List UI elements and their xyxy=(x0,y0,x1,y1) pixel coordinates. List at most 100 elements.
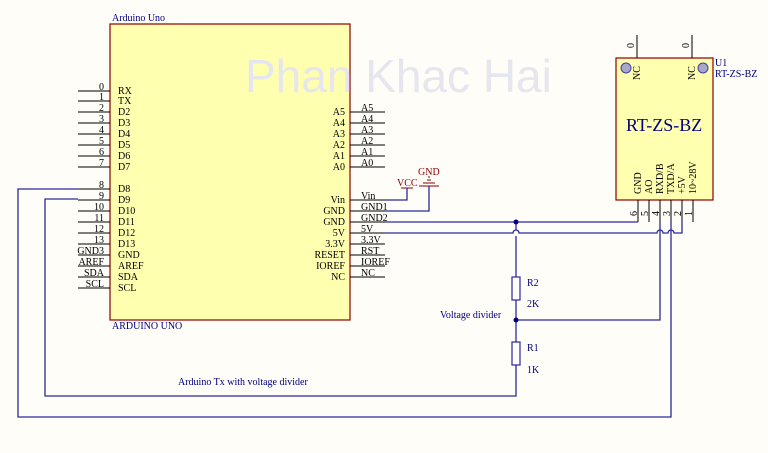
pin-net: GND2 xyxy=(361,213,388,224)
pin-label: D13 xyxy=(118,239,135,250)
pin-net: A0 xyxy=(361,158,373,169)
pin-label: IOREF xyxy=(316,261,345,272)
pin-net: NC xyxy=(361,268,375,279)
pin-label: 5V xyxy=(333,228,346,239)
pin-number: 2 xyxy=(673,211,684,216)
resistor-r1 xyxy=(511,341,521,366)
pin-label: A1 xyxy=(333,151,345,162)
pin-number: SCL xyxy=(86,279,104,290)
r2-ref: R2 xyxy=(527,278,539,289)
pin-label: D11 xyxy=(118,217,135,228)
pin-label: GND xyxy=(633,172,644,194)
pin-label: A3 xyxy=(333,129,345,140)
resistor-r2 xyxy=(511,276,521,301)
pin-number: 5 xyxy=(99,136,104,147)
arduino-body xyxy=(109,23,351,321)
pin-number: 2 xyxy=(99,103,104,114)
pin-label: D5 xyxy=(118,140,130,151)
pin-number: AREF xyxy=(78,257,104,268)
arduino-title: Arduino Uno xyxy=(112,13,165,24)
pin-number: 3 xyxy=(99,114,104,125)
pin-label: NC xyxy=(331,272,345,283)
pin-net: A4 xyxy=(361,114,373,125)
pin-net: A2 xyxy=(361,136,373,147)
pin-net: A5 xyxy=(361,103,373,114)
pin-label: D2 xyxy=(118,107,130,118)
pin-number: 13 xyxy=(94,235,104,246)
pin-number: 10 xyxy=(94,202,104,213)
pin-label: A5 xyxy=(333,107,345,118)
pin-net: A1 xyxy=(361,147,373,158)
pin-label: GND xyxy=(323,206,345,217)
tx-divider-note: Arduino Tx with voltage divider xyxy=(178,377,308,388)
pin-net: GND1 xyxy=(361,202,388,213)
vcc-label: VCC xyxy=(397,178,418,189)
pin-label: AREF xyxy=(118,261,144,272)
module-body-label: RT-ZS-BZ xyxy=(626,115,702,135)
pin-label: AO xyxy=(644,180,655,194)
pin-number: 4 xyxy=(651,211,662,216)
pin-label: TXD/A xyxy=(666,163,677,194)
pin-label: D12 xyxy=(118,228,135,239)
pin-label: D4 xyxy=(118,129,130,140)
arduino-footer: ARDUINO UNO xyxy=(112,321,182,332)
pin-number: 1 xyxy=(684,211,695,216)
module-top-pin-lines xyxy=(636,35,693,58)
pin-label: D9 xyxy=(118,195,130,206)
pin-label: TX xyxy=(118,96,132,107)
pin-label: D7 xyxy=(118,162,130,173)
pin-label: 10~28V xyxy=(688,161,699,194)
wires xyxy=(17,186,683,418)
pin-label: GND xyxy=(323,217,345,228)
pin-number: 8 xyxy=(99,180,104,191)
pin-number: 4 xyxy=(99,125,104,136)
junction xyxy=(513,317,519,323)
pin-label: RESET xyxy=(314,250,345,261)
pin-label: D8 xyxy=(118,184,130,195)
module-part: RT-ZS-BZ xyxy=(715,69,757,80)
watermark: Phan Khac Hai xyxy=(245,50,552,102)
pin-number: GND3 xyxy=(77,246,104,257)
r1-value: 1K xyxy=(527,365,540,376)
pin-label: D10 xyxy=(118,206,135,217)
pin-label: A2 xyxy=(333,140,345,151)
pin-number: 7 xyxy=(99,158,104,169)
pin-label: A0 xyxy=(333,162,345,173)
pin-net: Vin xyxy=(361,191,375,202)
r1-ref: R1 xyxy=(527,343,539,354)
nc-pad-icon xyxy=(697,62,709,74)
voltage-divider-note: Voltage divider xyxy=(440,310,502,321)
top-pin-label: NC xyxy=(632,66,643,80)
pin-label: GND xyxy=(118,250,140,261)
pin-label: D6 xyxy=(118,151,130,162)
pin-net: IOREF xyxy=(361,257,390,268)
pin-net: 5V xyxy=(361,224,374,235)
top-pin-label: NC xyxy=(687,66,698,80)
pin-number: 9 xyxy=(99,191,104,202)
module-designator: U1 xyxy=(715,58,727,69)
pin-label: D3 xyxy=(118,118,130,129)
pin-label: Vin xyxy=(331,195,345,206)
pin-label: SDA xyxy=(118,272,139,283)
pin-number: 6 xyxy=(629,211,640,216)
pin-label: A4 xyxy=(333,118,345,129)
pin-label: RXD/B xyxy=(655,163,666,194)
pin-number: SDA xyxy=(84,268,105,279)
junction xyxy=(513,219,519,225)
pin-label: RX xyxy=(118,86,133,97)
pin-number: 5 xyxy=(640,211,651,216)
top-pin-num: 0 xyxy=(626,43,637,48)
pin-label: +5V xyxy=(677,175,688,194)
pin-number: 0 xyxy=(99,82,104,93)
pin-net: RST xyxy=(361,246,379,257)
pin-number: 6 xyxy=(99,147,104,158)
module-body xyxy=(615,57,714,201)
pin-number: 1 xyxy=(99,92,104,103)
gnd-label: GND xyxy=(418,167,440,178)
nc-pad-icon xyxy=(620,62,632,74)
top-pin-num: 0 xyxy=(681,43,692,48)
pin-net: 3.3V xyxy=(361,235,382,246)
